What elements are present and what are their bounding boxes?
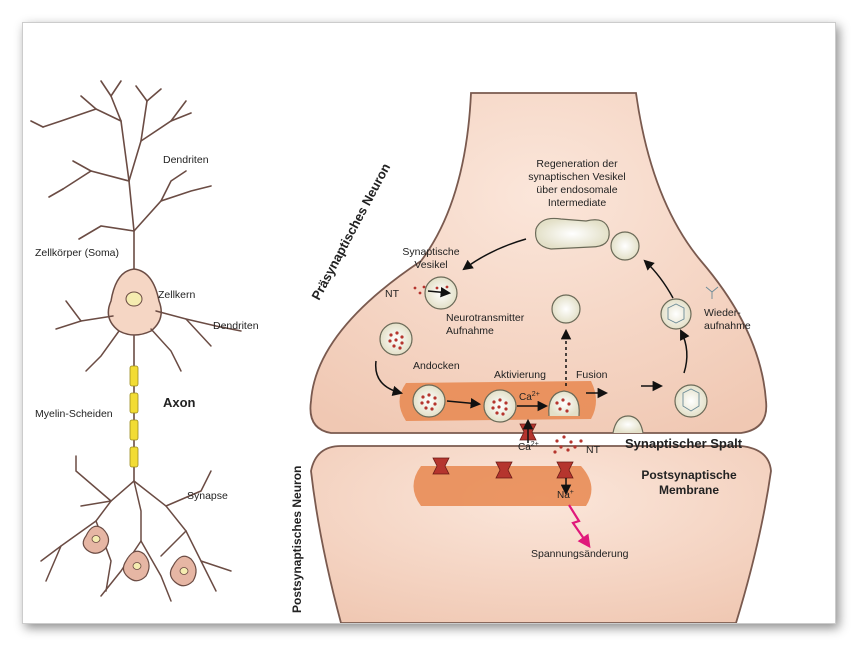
label-reuptake: Wieder- aufnahme <box>704 307 751 332</box>
label-vesicles: Synaptische Vesikel <box>402 246 459 271</box>
nt-dots <box>388 285 583 454</box>
label-docking: Andocken <box>413 360 460 372</box>
reuptake-vesicle-coat <box>667 286 719 412</box>
label-nucleus: Zellkern <box>158 289 196 301</box>
label-soma: Zellkörper (Soma) <box>35 247 119 259</box>
svg-text:Wieder-: Wieder- <box>704 307 741 319</box>
svg-text:Postsynaptische: Postsynaptische <box>641 468 737 482</box>
label-membrane: Postsynaptische Membrane <box>641 468 737 497</box>
label-axon: Axon <box>163 395 196 410</box>
label-activation: Aktivierung <box>494 369 546 381</box>
synapse-figure <box>309 92 772 623</box>
presynaptic-terminal <box>309 92 768 434</box>
nucleus <box>125 291 143 307</box>
label-voltage: Spannungsänderung <box>531 548 629 560</box>
label-fusion: Fusion <box>576 369 608 381</box>
label-uptake: Neurotransmitter Aufnahme <box>446 312 525 337</box>
svg-text:über endosomale: über endosomale <box>536 184 617 196</box>
neuron <box>30 80 242 602</box>
svg-text:Vesikel: Vesikel <box>414 259 447 271</box>
neuron-synapse-diagram: Dendriten Zellkörper (Soma) Zellkern Den… <box>30 80 772 623</box>
label-na: Na+ <box>557 489 574 501</box>
label-postsynaptic: Postsynaptisches Neuron <box>290 466 304 613</box>
svg-text:Regeneration der: Regeneration der <box>536 158 618 170</box>
svg-text:Neurotransmitter: Neurotransmitter <box>446 312 525 324</box>
myelin-sheaths <box>129 365 139 468</box>
label-ca-bottom: Ca2+ <box>518 441 539 453</box>
label-myelin: Myelin-Scheiden <box>35 408 113 420</box>
svg-text:Membrane: Membrane <box>659 483 719 497</box>
target-cells <box>82 525 197 587</box>
voltage-arrow <box>568 504 591 549</box>
endosome-vesicle <box>534 217 610 250</box>
label-presynaptic: Präsynaptisches Neuron <box>308 161 393 303</box>
svg-text:Intermediate: Intermediate <box>548 197 607 209</box>
dendrite-tree <box>30 80 212 292</box>
figure-frame: Dendriten Zellkörper (Soma) Zellkern Den… <box>22 22 836 624</box>
svg-text:Aufnahme: Aufnahme <box>446 325 494 337</box>
svg-text:Synaptische: Synaptische <box>402 246 459 258</box>
label-regeneration: Regeneration der synaptischen Vesikel üb… <box>528 158 625 209</box>
label-cleft: Synaptischer Spalt <box>625 436 743 451</box>
label-dendrites-top: Dendriten <box>163 154 209 166</box>
svg-text:synaptischen Vesikel: synaptischen Vesikel <box>528 171 625 183</box>
label-synapse: Synapse <box>187 490 228 502</box>
svg-text:aufnahme: aufnahme <box>704 320 751 332</box>
label-ca-top: Ca2+ <box>519 391 540 403</box>
process-arrows <box>374 238 690 496</box>
label-dendrites-side: Dendriten <box>213 320 259 332</box>
label-nt-uptake: NT <box>385 288 400 300</box>
postsynaptic-density <box>413 466 592 506</box>
label-nt-cleft: NT <box>586 444 601 456</box>
